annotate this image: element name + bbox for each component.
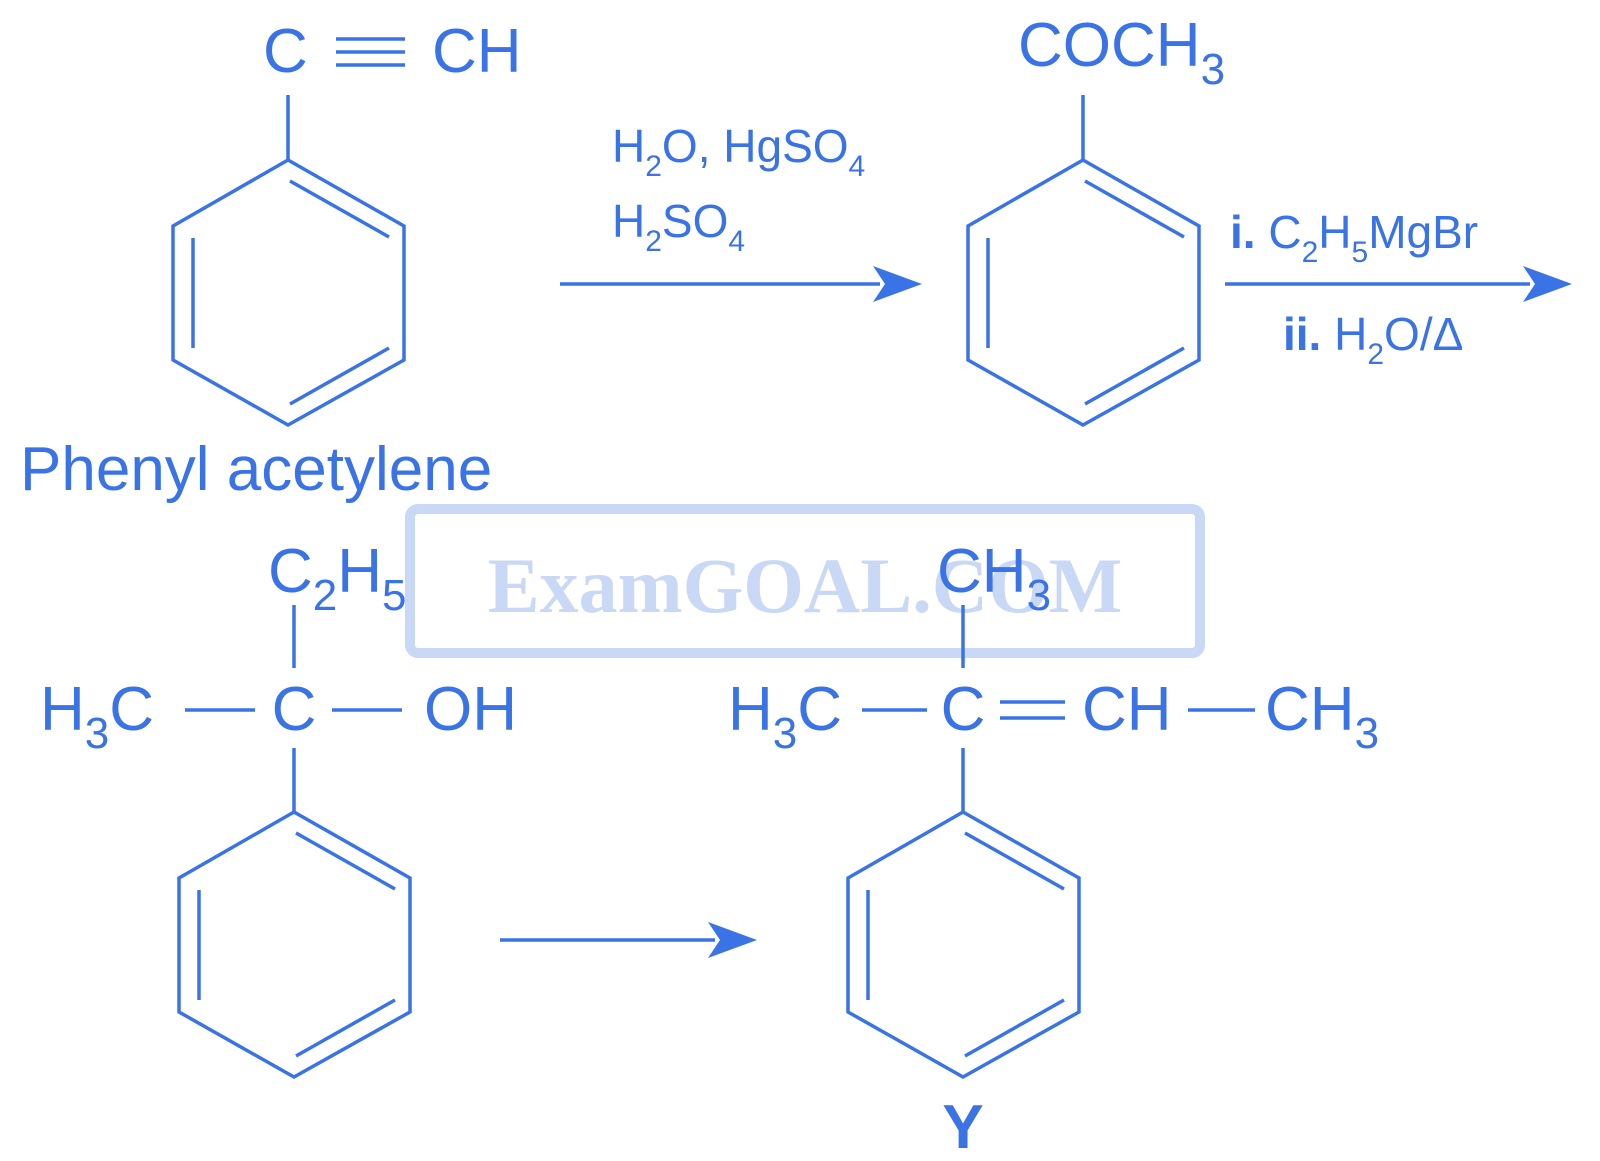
- top-methyl-label: CH3: [937, 537, 1051, 620]
- reaction-arrow-1: H2O, HgSO4 H2SO4: [560, 120, 922, 302]
- arrowhead-1: [873, 266, 922, 302]
- benzene-ring: [177, 809, 412, 1080]
- reaction-arrow-3: [500, 922, 757, 958]
- triple-bond: [336, 37, 405, 67]
- alkyne-c-label: C: [263, 17, 308, 86]
- watermark-frame: [405, 504, 1205, 658]
- alkyne-ch-label: CH: [432, 17, 522, 86]
- left-methyl-label: H3C: [728, 675, 842, 758]
- double-bond: [1000, 700, 1065, 720]
- product-label: Y: [942, 1093, 983, 1161]
- condition-1: i. C2H5MgBr: [1230, 206, 1478, 269]
- product-y: CH3 H3C C CH CH3 Y: [728, 537, 1379, 1161]
- reagent-line-2: H2SO4: [612, 195, 745, 258]
- phenyl-acetylene: C CH Phenyl acetylene: [20, 17, 522, 504]
- reagent-line-1: H2O, HgSO4: [612, 120, 865, 183]
- benzene-ring: [966, 157, 1201, 428]
- methyl-label: H3C: [40, 675, 154, 758]
- benzene-ring: [171, 157, 406, 428]
- alkene-carbon-label: C: [941, 675, 986, 744]
- carbinol-carbon-label: C: [272, 675, 317, 744]
- arrowhead-2: [1523, 266, 1572, 302]
- tertiary-alcohol: C2H5 H3C C OH: [40, 537, 517, 1080]
- arrowhead-3: [708, 922, 757, 958]
- benzene-ring: [846, 809, 1081, 1080]
- ethyl-label: C2H5: [268, 537, 407, 620]
- hydroxyl-label: OH: [424, 675, 517, 744]
- alkene-ch-label: CH: [1082, 675, 1172, 744]
- compound-name: Phenyl acetylene: [20, 435, 492, 504]
- right-methyl-label: CH3: [1265, 675, 1379, 758]
- watermark-text: ExamGOAL.COM: [488, 542, 1123, 629]
- acetophenone: COCH3: [966, 11, 1225, 428]
- ketone-label: COCH3: [1018, 11, 1225, 94]
- condition-2: ii. H2O/Δ: [1283, 308, 1463, 371]
- watermark: ExamGOAL.COM: [405, 504, 1205, 658]
- reaction-arrow-2: i. C2H5MgBr ii. H2O/Δ: [1225, 206, 1572, 371]
